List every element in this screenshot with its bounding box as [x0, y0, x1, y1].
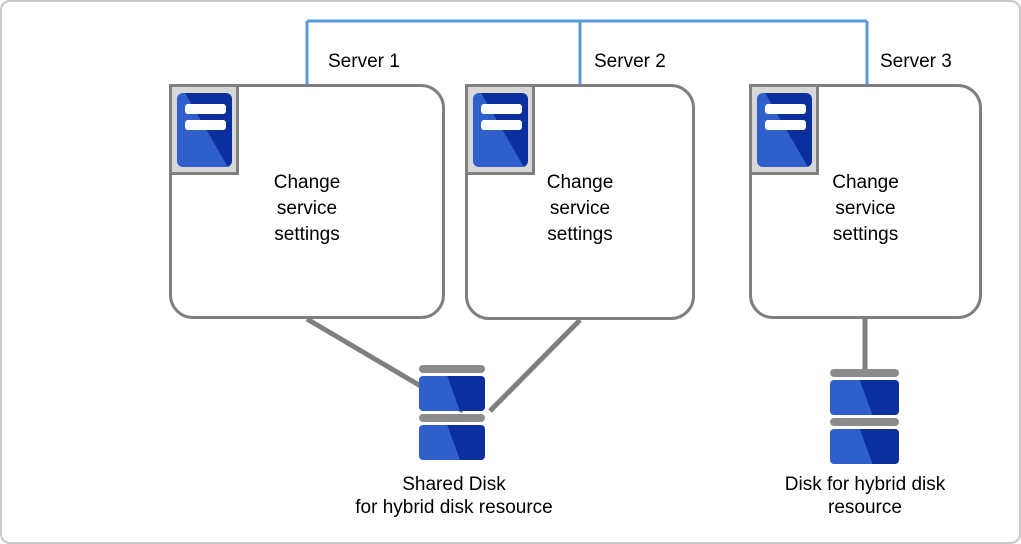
server2-to-shared-disk-line — [488, 318, 582, 413]
server2-label: Server 2 — [594, 51, 666, 72]
disk-platter — [830, 380, 899, 415]
server-icon-face — [177, 93, 232, 167]
shared-disk-label: Shared Disk for hybrid disk resource — [355, 474, 553, 518]
disk-platter — [419, 425, 485, 460]
server2-box-text: Change service settings — [546, 172, 614, 245]
disk-cap — [830, 418, 899, 426]
server3-box-text: Change service settings — [832, 172, 899, 245]
disk-cap — [830, 369, 899, 377]
disk-cap — [419, 365, 485, 373]
server-icon — [169, 84, 239, 175]
server-icon-slot — [765, 120, 806, 130]
server-icon — [465, 84, 535, 175]
server-icon-face — [473, 93, 528, 167]
server1-box-text: Change service settings — [273, 172, 341, 245]
server-icon — [749, 84, 819, 175]
server1-label: Server 1 — [328, 51, 400, 72]
server-icon-slot — [185, 120, 226, 130]
server-icon-slot — [765, 104, 806, 114]
server1-box — [169, 84, 445, 319]
disk-cap — [419, 414, 485, 422]
server-icon-slot — [185, 104, 226, 114]
server3-label: Server 3 — [880, 51, 952, 72]
hybrid-disk-icon — [830, 369, 899, 467]
shared-disk-icon — [419, 365, 485, 463]
disk-platter — [419, 376, 485, 411]
hybrid-disk-label: Disk for hybrid disk resource — [784, 474, 946, 518]
disk-platter — [830, 429, 899, 464]
server-icon-slot — [481, 120, 522, 130]
server-icon-face — [757, 93, 812, 167]
server-icon-slot — [481, 104, 522, 114]
